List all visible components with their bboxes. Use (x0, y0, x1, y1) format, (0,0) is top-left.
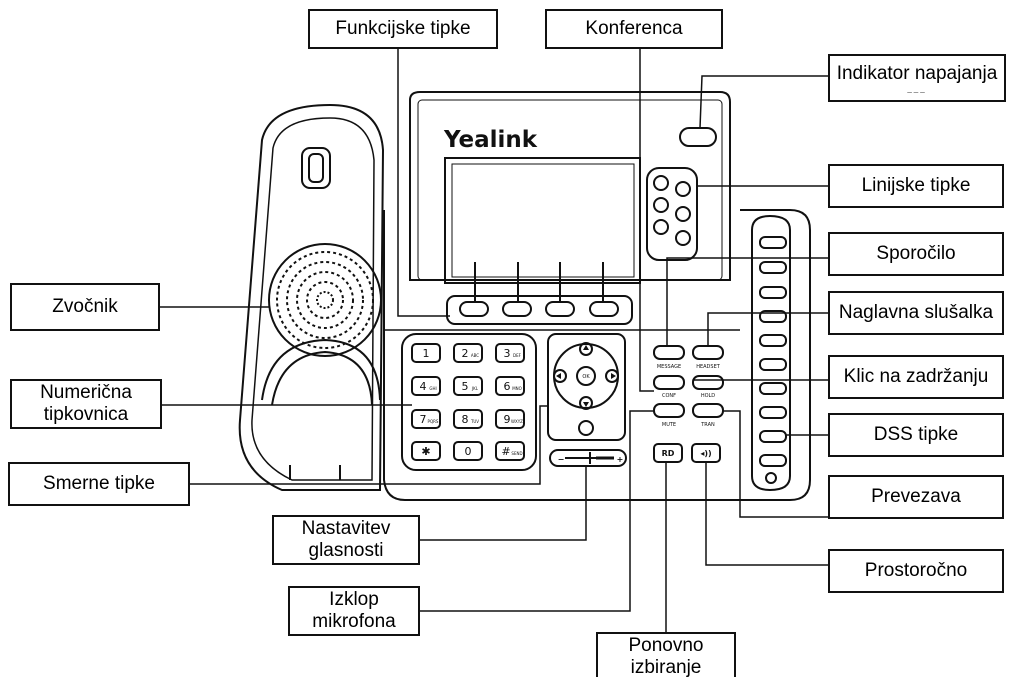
key-2: 2 (462, 347, 469, 360)
label-text: Konferenca (585, 18, 683, 39)
label-text-line1: Ponovno (628, 635, 704, 656)
label-text-line1: Izklop (329, 589, 379, 610)
volume-minus: − (558, 455, 565, 464)
label-zvocnik: Zvočnik (10, 283, 160, 331)
phone-body (383, 209, 811, 501)
key-6-letters: MNO (512, 386, 522, 391)
label-text: Sporočilo (876, 243, 956, 264)
label-text: Zvočnik (52, 296, 118, 317)
key-8: 8 (462, 413, 469, 426)
dss-panel (751, 214, 791, 492)
label-indikator-napajanja: Indikator napajanja___ (828, 54, 1006, 102)
label-text: Prevezava (871, 486, 961, 507)
line-keys-panel (646, 167, 698, 261)
label-smerne-tipke: Smerne tipke (8, 462, 190, 506)
key-hash-letters: SEND (511, 451, 522, 456)
conf-key-label: CONF (662, 393, 676, 399)
volume-plus: + (617, 455, 624, 464)
label-klic-na-zadrzanju: Klic na zadržanju (828, 355, 1004, 399)
label-text-line2: mikrofona (312, 611, 396, 632)
tran-key-label: TRAN (700, 422, 715, 428)
label-prevezava: Prevezava (828, 475, 1004, 519)
headset-key-label: HEADSET (696, 364, 721, 370)
label-konferenca: Konferenca (545, 9, 723, 49)
label-naglavna-slusalka: Naglavna slušalka (828, 291, 1004, 335)
label-subtext: ___ (907, 84, 927, 93)
key-9: 9 (504, 413, 511, 426)
key-star: ✱ (421, 445, 430, 458)
ok-key: OK (582, 374, 590, 380)
label-text: Naglavna slušalka (838, 302, 994, 323)
brand-logo: Yealink (443, 127, 538, 153)
key-hash: # (501, 445, 510, 458)
key-4: 4 (420, 380, 427, 393)
key-0: 0 (465, 445, 472, 458)
label-dss-tipke: DSS tipke (828, 413, 1004, 457)
handset (238, 103, 385, 491)
label-text: DSS tipke (873, 424, 959, 445)
label-text: Prostoročno (864, 560, 968, 581)
nav-panel (547, 333, 626, 441)
label-funkcijske-tipke: Funkcijske tipke (308, 9, 498, 49)
label-linijske-tipke: Linijske tipke (828, 164, 1004, 208)
key-3-letters: DEF (513, 353, 522, 358)
label-text-line1: Numerična (40, 382, 132, 403)
mute-key-label: MUTE (662, 422, 676, 428)
label-sporocilo: Sporočilo (828, 232, 1004, 276)
speaker-grille (268, 243, 382, 357)
keypad-panel (401, 333, 537, 471)
key-6: 6 (504, 380, 511, 393)
key-3: 3 (504, 347, 511, 360)
label-text-line2: tipkovnica (43, 404, 129, 425)
label-text-line1: Nastavitev (301, 518, 391, 539)
key-7-letters: PQRS (428, 419, 439, 424)
key-9-letters: WXYZ (511, 419, 523, 424)
key-2-letters: ABC (471, 353, 479, 358)
speaker-key: ◂)) (700, 449, 711, 458)
label-text-line2: glasnosti (308, 540, 384, 561)
label-text: Indikator napajanja (836, 63, 998, 84)
redial-key: RD (662, 449, 675, 458)
key-5-letters: JKL (471, 386, 479, 391)
key-4-letters: GHI (429, 386, 436, 391)
label-text: Klic na zadržanju (843, 366, 989, 387)
key-1: 1 (423, 347, 430, 360)
label-text: Linijske tipke (861, 175, 971, 196)
label-text: Funkcijske tipke (335, 18, 471, 39)
key-5: 5 (462, 380, 469, 393)
message-key-label: MESSAGE (657, 364, 681, 370)
label-prostorocno: Prostoročno (828, 549, 1004, 593)
hold-key-label: HOLD (701, 393, 715, 399)
label-text: Smerne tipke (43, 473, 155, 494)
key-8-letters: TUV (470, 419, 479, 424)
volume-bar (549, 449, 627, 467)
label-text-line2: izbiranje (630, 657, 702, 677)
key-7: 7 (420, 413, 427, 426)
